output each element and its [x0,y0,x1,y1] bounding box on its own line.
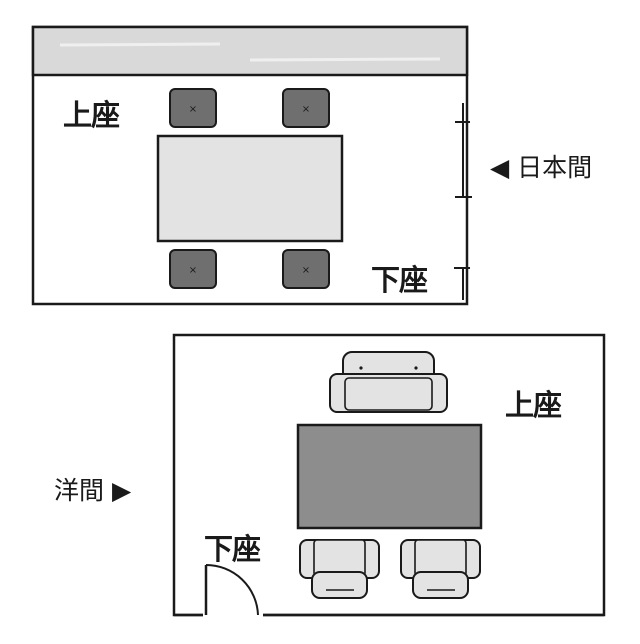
wall-opening-marker [454,267,470,300]
tokonoma-alcove [31,25,469,77]
floor-cushion: × [169,249,217,289]
floor-cushion: × [282,88,330,128]
japanese-room-label: ◀ 日本間 [490,153,593,182]
floor-cushion: × [169,88,217,128]
western-room-label: 洋間 ▶ [54,476,132,505]
wall-opening-marker [455,103,472,198]
door [174,560,604,618]
japanese-lower-seat-label: 下座 [371,263,428,297]
svg-text:×: × [302,265,310,276]
western-upper-seat-label: 上座 [505,388,562,422]
svg-text:×: × [189,104,197,115]
sofa [329,351,448,413]
armchair [299,539,380,599]
low-table [156,134,344,243]
tokonoma-texture [249,57,441,62]
japanese-room: × × × × [31,25,472,306]
tokonoma-texture [59,42,221,47]
armchair [400,539,481,599]
floor-cushion: × [282,249,330,289]
western-table [296,423,483,530]
western-room [172,333,606,618]
japanese-upper-seat-label: 上座 [63,98,120,132]
western-lower-seat-label: 下座 [204,532,261,566]
svg-text:×: × [189,265,197,276]
svg-text:×: × [302,104,310,115]
